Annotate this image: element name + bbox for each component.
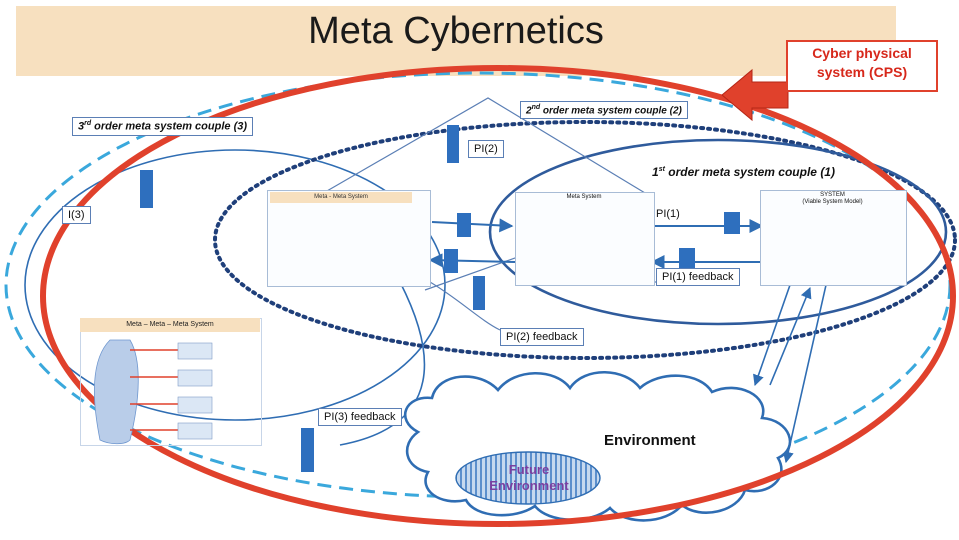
third-order-ellipse [24, 149, 446, 421]
first-order-couple-label: 1st order meta system couple (1) [652, 165, 835, 179]
third-order-text: order meta system couple [91, 120, 234, 133]
block-meta-meta-out [457, 213, 471, 237]
cps-label: Cyber physical system (CPS) [812, 45, 912, 80]
system-subtitle: (Viable System Model) [802, 199, 863, 205]
pi3-label: I(3) [62, 206, 91, 224]
cps-red-arrow [721, 68, 789, 122]
meta-meta-meta-internals [93, 339, 213, 445]
pi1-feedback-label: PI(1) feedback [656, 268, 740, 286]
cps-label-box [786, 40, 938, 92]
future-environment-shape [455, 451, 601, 505]
third-order-sup: rd [84, 120, 92, 127]
meta-system-title: Meta System [566, 194, 602, 200]
first-order-sup: st [658, 166, 665, 173]
second-order-text: order meta system couple [540, 105, 670, 117]
system-title: SYSTEM [820, 192, 845, 198]
pi2-feedback-label: PI(2) feedback [500, 328, 584, 346]
first-order-ellipse [488, 138, 948, 326]
meta-meta-meta-system-title: Meta – Meta – Meta System [80, 318, 260, 332]
first-order-index: (1) [820, 165, 835, 179]
meta-system-panel [515, 192, 655, 286]
pi1-label: PI(1) [656, 208, 680, 220]
block-pi2 [447, 125, 459, 163]
environment-cloud [404, 370, 792, 522]
pi2-label: PI(2) [468, 140, 504, 158]
diagram-title: Meta Cybernetics [308, 10, 604, 52]
meta-meta-meta-system-panel [80, 318, 262, 446]
system-panel [760, 190, 907, 286]
second-order-index: (2) [669, 105, 682, 117]
pi2-connector-lines [319, 97, 651, 197]
environment-label: Environment [604, 432, 696, 449]
block-pi1-in [679, 248, 695, 270]
third-order-index: (3) [233, 120, 248, 133]
arrow-meta-meta-to-meta [431, 218, 514, 233]
second-order-num: 2 [526, 105, 532, 117]
block-pi3-feedback [301, 428, 314, 472]
title-banner [16, 6, 896, 76]
second-order-dotted-ellipse [213, 120, 957, 360]
system-env-line-1 [753, 284, 791, 387]
system-env-line-3 [769, 286, 812, 386]
pi3-feedback-label: PI(3) feedback [318, 408, 402, 426]
second-order-couple-label: 2nd order meta system couple (2) [520, 101, 688, 120]
block-pi1-out [724, 212, 740, 234]
pi2-feedback-curve [429, 281, 501, 331]
meta-meta-system-panel [267, 190, 431, 287]
signal-blocks [140, 125, 740, 472]
block-meta-meta-in [444, 249, 458, 273]
third-order-couple-label: 3rd order meta system couple (3) [72, 117, 254, 136]
cps-red-ellipse [40, 65, 956, 527]
system-env-line-2 [782, 284, 827, 464]
meta-meta-system-title: Meta - Meta System [270, 192, 412, 203]
block-pi2-feedback [473, 276, 485, 310]
first-order-num: 1 [652, 165, 659, 179]
pi3-feedback-curve [339, 281, 426, 446]
second-order-sup: nd [531, 104, 541, 111]
third-order-num: 3 [78, 120, 85, 133]
block-pi3 [140, 170, 153, 208]
first-order-text: order meta system couple [664, 165, 821, 179]
future-environment-label: Future Environment [489, 462, 569, 493]
